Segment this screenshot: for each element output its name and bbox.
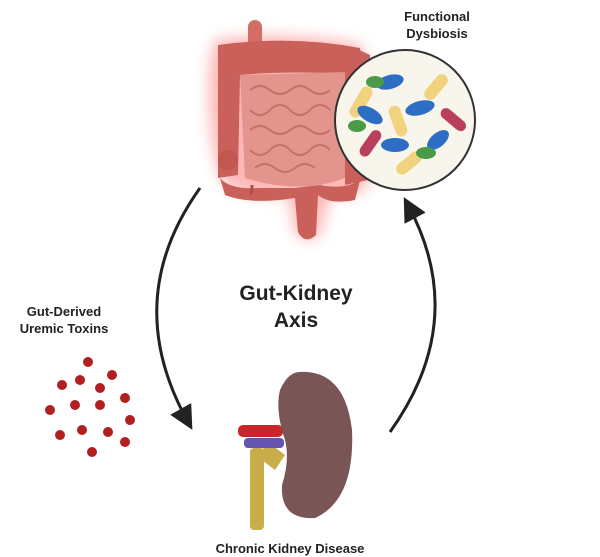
functional-dysbiosis-label: Functional Dysbiosis bbox=[404, 8, 470, 42]
uremic-toxin-dots bbox=[45, 357, 135, 457]
microbiome-magnifier bbox=[334, 49, 476, 191]
uremic-toxins-label: Gut-Derived Uremic Toxins bbox=[20, 303, 109, 337]
ckd-label: Chronic Kidney Disease bbox=[215, 541, 365, 556]
gut-to-kidney-arrow bbox=[155, 187, 202, 430]
kidney-illustration bbox=[238, 371, 353, 530]
bacteria-group bbox=[348, 74, 467, 175]
label-line: Gut-Derived bbox=[26, 304, 102, 319]
label-line: Functional bbox=[404, 9, 470, 24]
label-line: Uremic Toxins bbox=[19, 321, 109, 336]
gut-kidney-axis-title: Gut-Kidney Axis bbox=[239, 280, 352, 334]
title-line: Gut-Kidney bbox=[239, 282, 353, 305]
label-line: Dysbiosis bbox=[406, 26, 468, 41]
kidney-to-gut-arrow bbox=[388, 197, 437, 433]
title-line: Axis bbox=[273, 309, 319, 332]
